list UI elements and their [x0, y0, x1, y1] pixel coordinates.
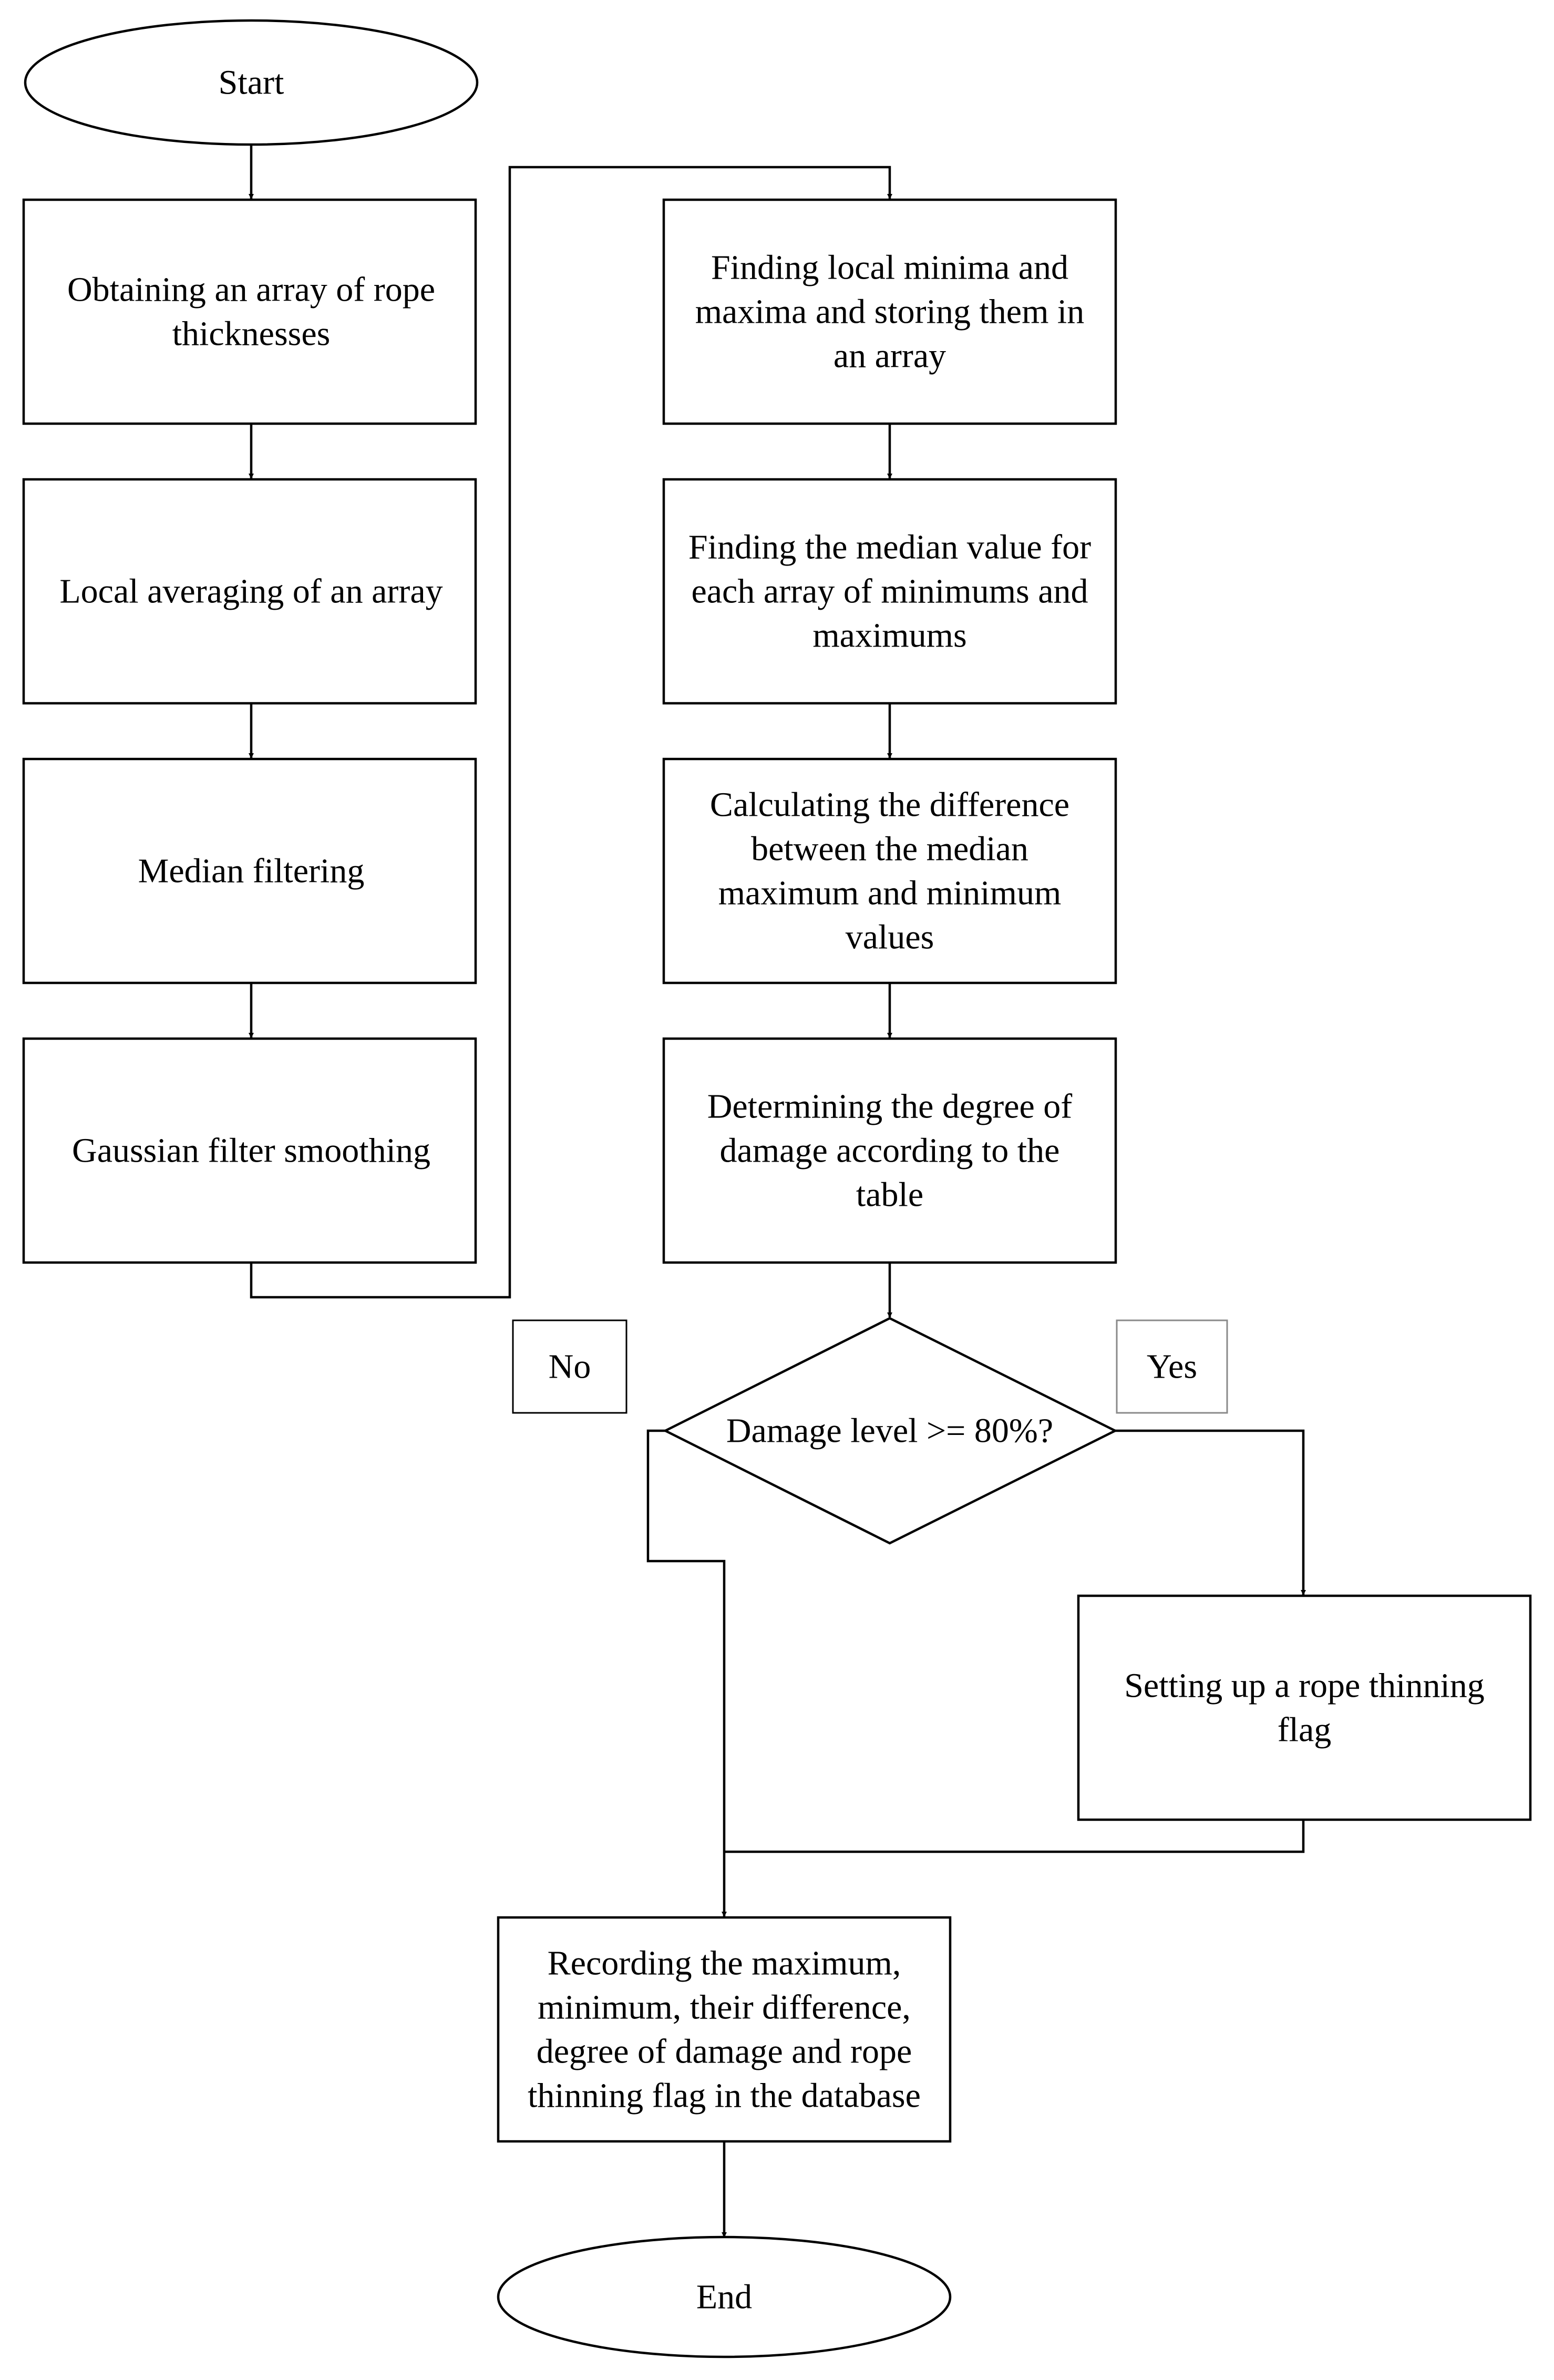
start-label: Start — [219, 64, 284, 102]
end-label: End — [696, 2278, 752, 2316]
step-local-averaging-label: Local averaging of an array — [59, 572, 442, 611]
decision-label: Damage level >= 80%? — [726, 1412, 1053, 1450]
step-median-filtering: Median filtering — [22, 757, 477, 984]
start-terminal: Start — [24, 19, 479, 146]
step-record-database: Recording the maximum,minimum, their dif… — [497, 1916, 952, 2143]
arrow-step4-to-step5 — [250, 166, 892, 1299]
step-gaussian-smoothing: Gaussian filter smoothing — [22, 1037, 477, 1264]
branch-yes-text: Yes — [1147, 1348, 1197, 1386]
line-yes-step-to-merge — [724, 1820, 1305, 1853]
connectors — [249, 145, 1306, 2238]
branch-no-label: No — [512, 1319, 627, 1414]
arrow-decision-yes — [1115, 1429, 1306, 1595]
step-gaussian-smoothing-label: Gaussian filter smoothing — [72, 1132, 430, 1170]
step-median-filtering-label: Median filtering — [138, 852, 365, 890]
arrow-decision-no — [646, 1429, 727, 1917]
step-local-averaging: Local averaging of an array — [22, 478, 477, 705]
branch-yes-label: Yes — [1116, 1319, 1228, 1414]
decision-damage-level: Damage level >= 80%? — [662, 1317, 1118, 1545]
step-record-database-label: Recording the maximum,minimum, their dif… — [528, 1944, 921, 2115]
branch-no-text: No — [549, 1348, 591, 1386]
end-terminal: End — [497, 2235, 952, 2358]
